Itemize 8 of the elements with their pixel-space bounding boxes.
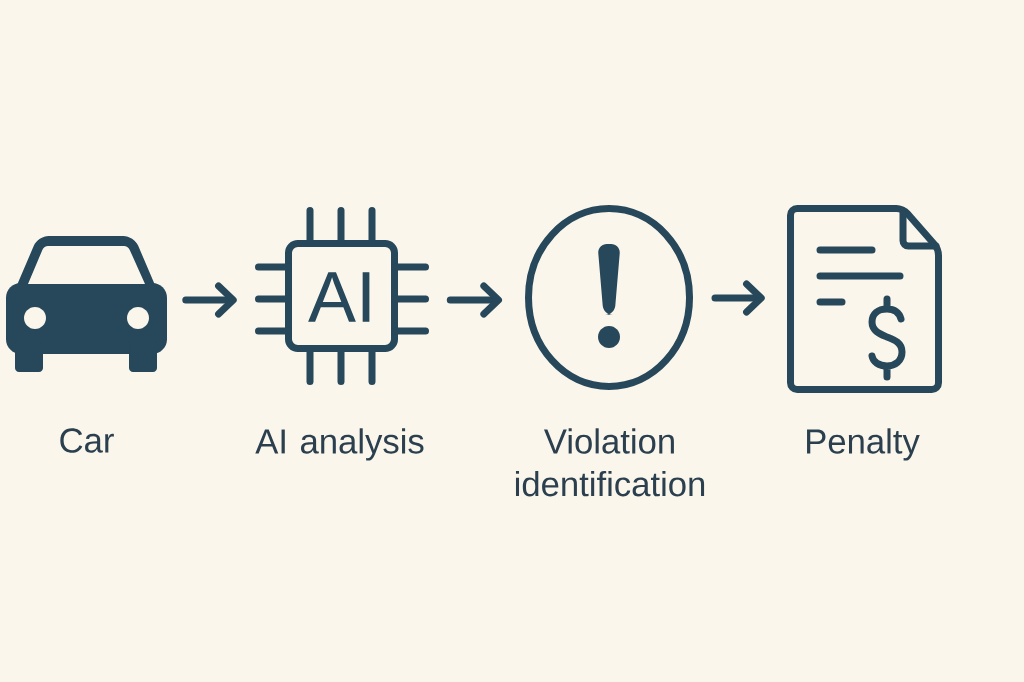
car-icon xyxy=(6,236,167,372)
processor-chip: AI xyxy=(255,207,429,385)
bill-icon xyxy=(787,205,942,393)
node-label: Penalty xyxy=(807,428,920,461)
warning-icon xyxy=(525,205,693,390)
node-label: Car xyxy=(60,428,114,453)
node-label: Violation identification xyxy=(515,428,705,497)
node-label: AI analysis xyxy=(255,428,424,461)
